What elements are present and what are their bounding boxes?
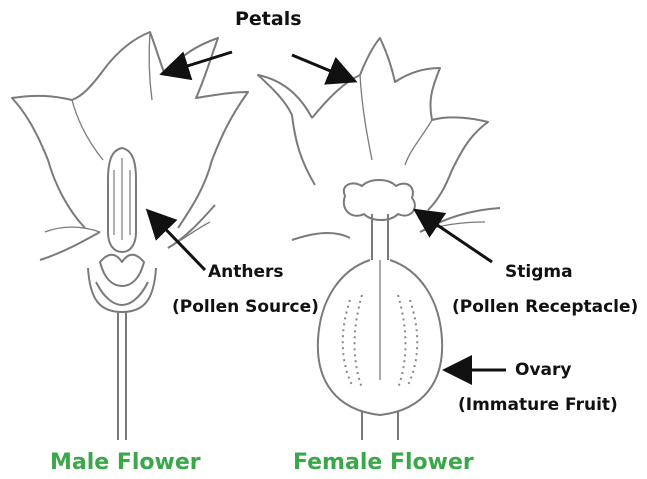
arrow-anthers bbox=[150, 213, 205, 270]
male-flower-drawing bbox=[12, 32, 248, 440]
arrow-stigma bbox=[418, 212, 492, 262]
caption-male-flower: Male Flower bbox=[50, 450, 201, 475]
label-ovary-sub: (Immature Fruit) bbox=[458, 395, 618, 415]
label-anthers-sub: (Pollen Source) bbox=[172, 297, 319, 317]
label-anthers: Anthers bbox=[208, 262, 284, 282]
label-petals: Petals bbox=[235, 8, 302, 30]
label-stigma: Stigma bbox=[505, 262, 573, 282]
label-stigma-sub: (Pollen Receptacle) bbox=[452, 297, 638, 317]
label-ovary: Ovary bbox=[515, 360, 571, 380]
female-flower-drawing bbox=[258, 38, 500, 440]
caption-female-flower: Female Flower bbox=[293, 450, 474, 475]
arrow-petals-female bbox=[292, 55, 352, 80]
